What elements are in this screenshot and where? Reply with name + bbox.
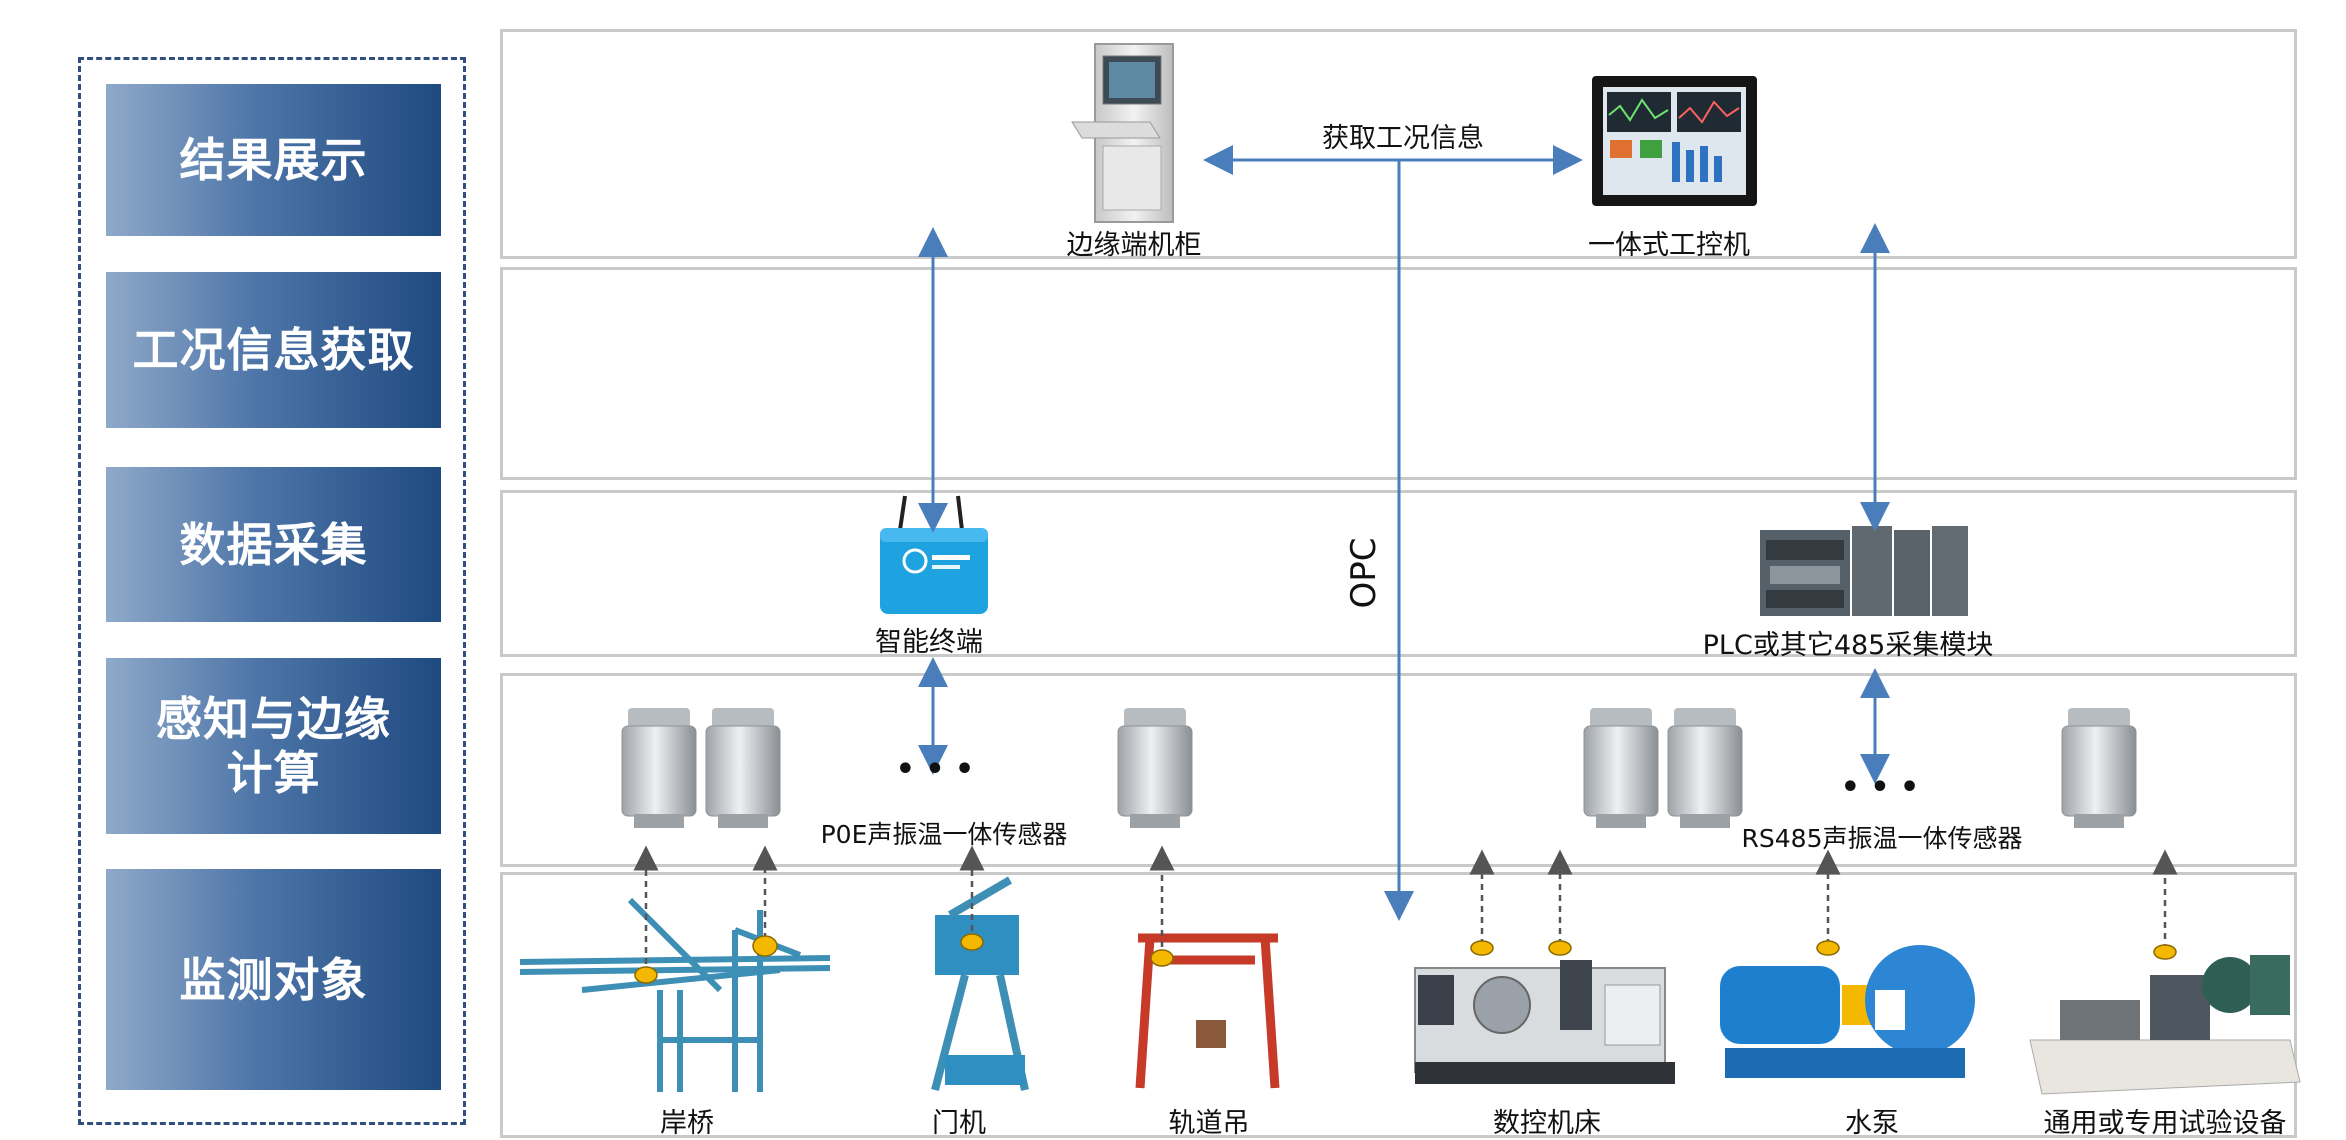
marker-dot <box>1816 940 1840 956</box>
sensor-icon <box>1117 708 1193 828</box>
layer-legend-panel <box>78 57 466 1125</box>
edge-cabinet-icon <box>1071 43 1174 223</box>
ellipsis-poe-sensors: • • • <box>895 752 975 787</box>
caption-plc-module: PLC或其它485采集模块 <box>1702 630 1994 661</box>
marker-dot <box>634 966 658 984</box>
caption-poe-sensor: P0E声振温一体传感器 <box>820 820 1068 849</box>
plc-module-icon <box>1760 526 1968 616</box>
caption-rs485-sensor: RS485声振温一体传感器 <box>1741 824 2023 853</box>
sensor-icons <box>621 708 2137 828</box>
marker-dot <box>1470 940 1494 956</box>
caption-industrial-pc: 一体式工控机 <box>1588 230 1750 261</box>
quay-crane-icon <box>519 897 831 1092</box>
caption-object-water-pump: 水泵 <box>1845 1108 1899 1139</box>
caption-object-cnc-lathe: 数控机床 <box>1493 1108 1601 1139</box>
smart-terminal-icon <box>880 495 988 614</box>
opc-label-text: OPC <box>1344 537 1384 609</box>
caption-object-rail-gantry-crane: 轨道吊 <box>1168 1108 1250 1139</box>
caption-object-portal-crane: 门机 <box>932 1108 986 1139</box>
rail-gantry-crane-icon <box>1135 933 1280 1089</box>
marker-dot <box>2153 944 2177 960</box>
water-pump-icon <box>1720 945 1975 1078</box>
caption-object-quay-crane: 岸桥 <box>660 1108 714 1139</box>
marker-dot <box>1548 940 1572 956</box>
sensor-icon <box>705 708 781 828</box>
caption-status-info-link: 获取工况信息 <box>1322 123 1484 154</box>
sensor-icon <box>2061 708 2137 828</box>
marker-dot <box>1150 949 1174 967</box>
layer-label-sensing-edge: 感知与边缘计算 <box>106 658 441 834</box>
caption-smart-terminal: 智能终端 <box>875 627 983 658</box>
caption-edge-cabinet: 边缘端机柜 <box>1066 230 1202 261</box>
marker-dot <box>960 933 984 951</box>
cnc-lathe-icon <box>1414 960 1675 1084</box>
sensor-mount-links <box>633 845 2178 975</box>
test-equipment-icon <box>2029 955 2301 1095</box>
data-flow-arrows <box>918 145 1890 921</box>
caption-object-test-equipment: 通用或专用试验设备 <box>2043 1108 2287 1139</box>
portal-crane-icon <box>931 876 1029 1092</box>
marker-dot <box>752 935 778 957</box>
sensor-icon <box>1667 708 1743 828</box>
layer-label-monitored-objects: 监测对象 <box>106 869 441 1090</box>
sensor-markers <box>634 933 2177 984</box>
sensor-icon <box>1583 708 1659 828</box>
sensor-icon <box>621 708 697 828</box>
industrial-pc-icon <box>1592 76 1757 206</box>
ellipsis-rs485-sensors: • • • <box>1840 770 1920 805</box>
layer-label-data-collection: 数据采集 <box>106 467 441 622</box>
layer-label-status-acquisition: 工况信息获取 <box>106 272 441 428</box>
layer-label-result-display: 结果展示 <box>106 84 441 236</box>
